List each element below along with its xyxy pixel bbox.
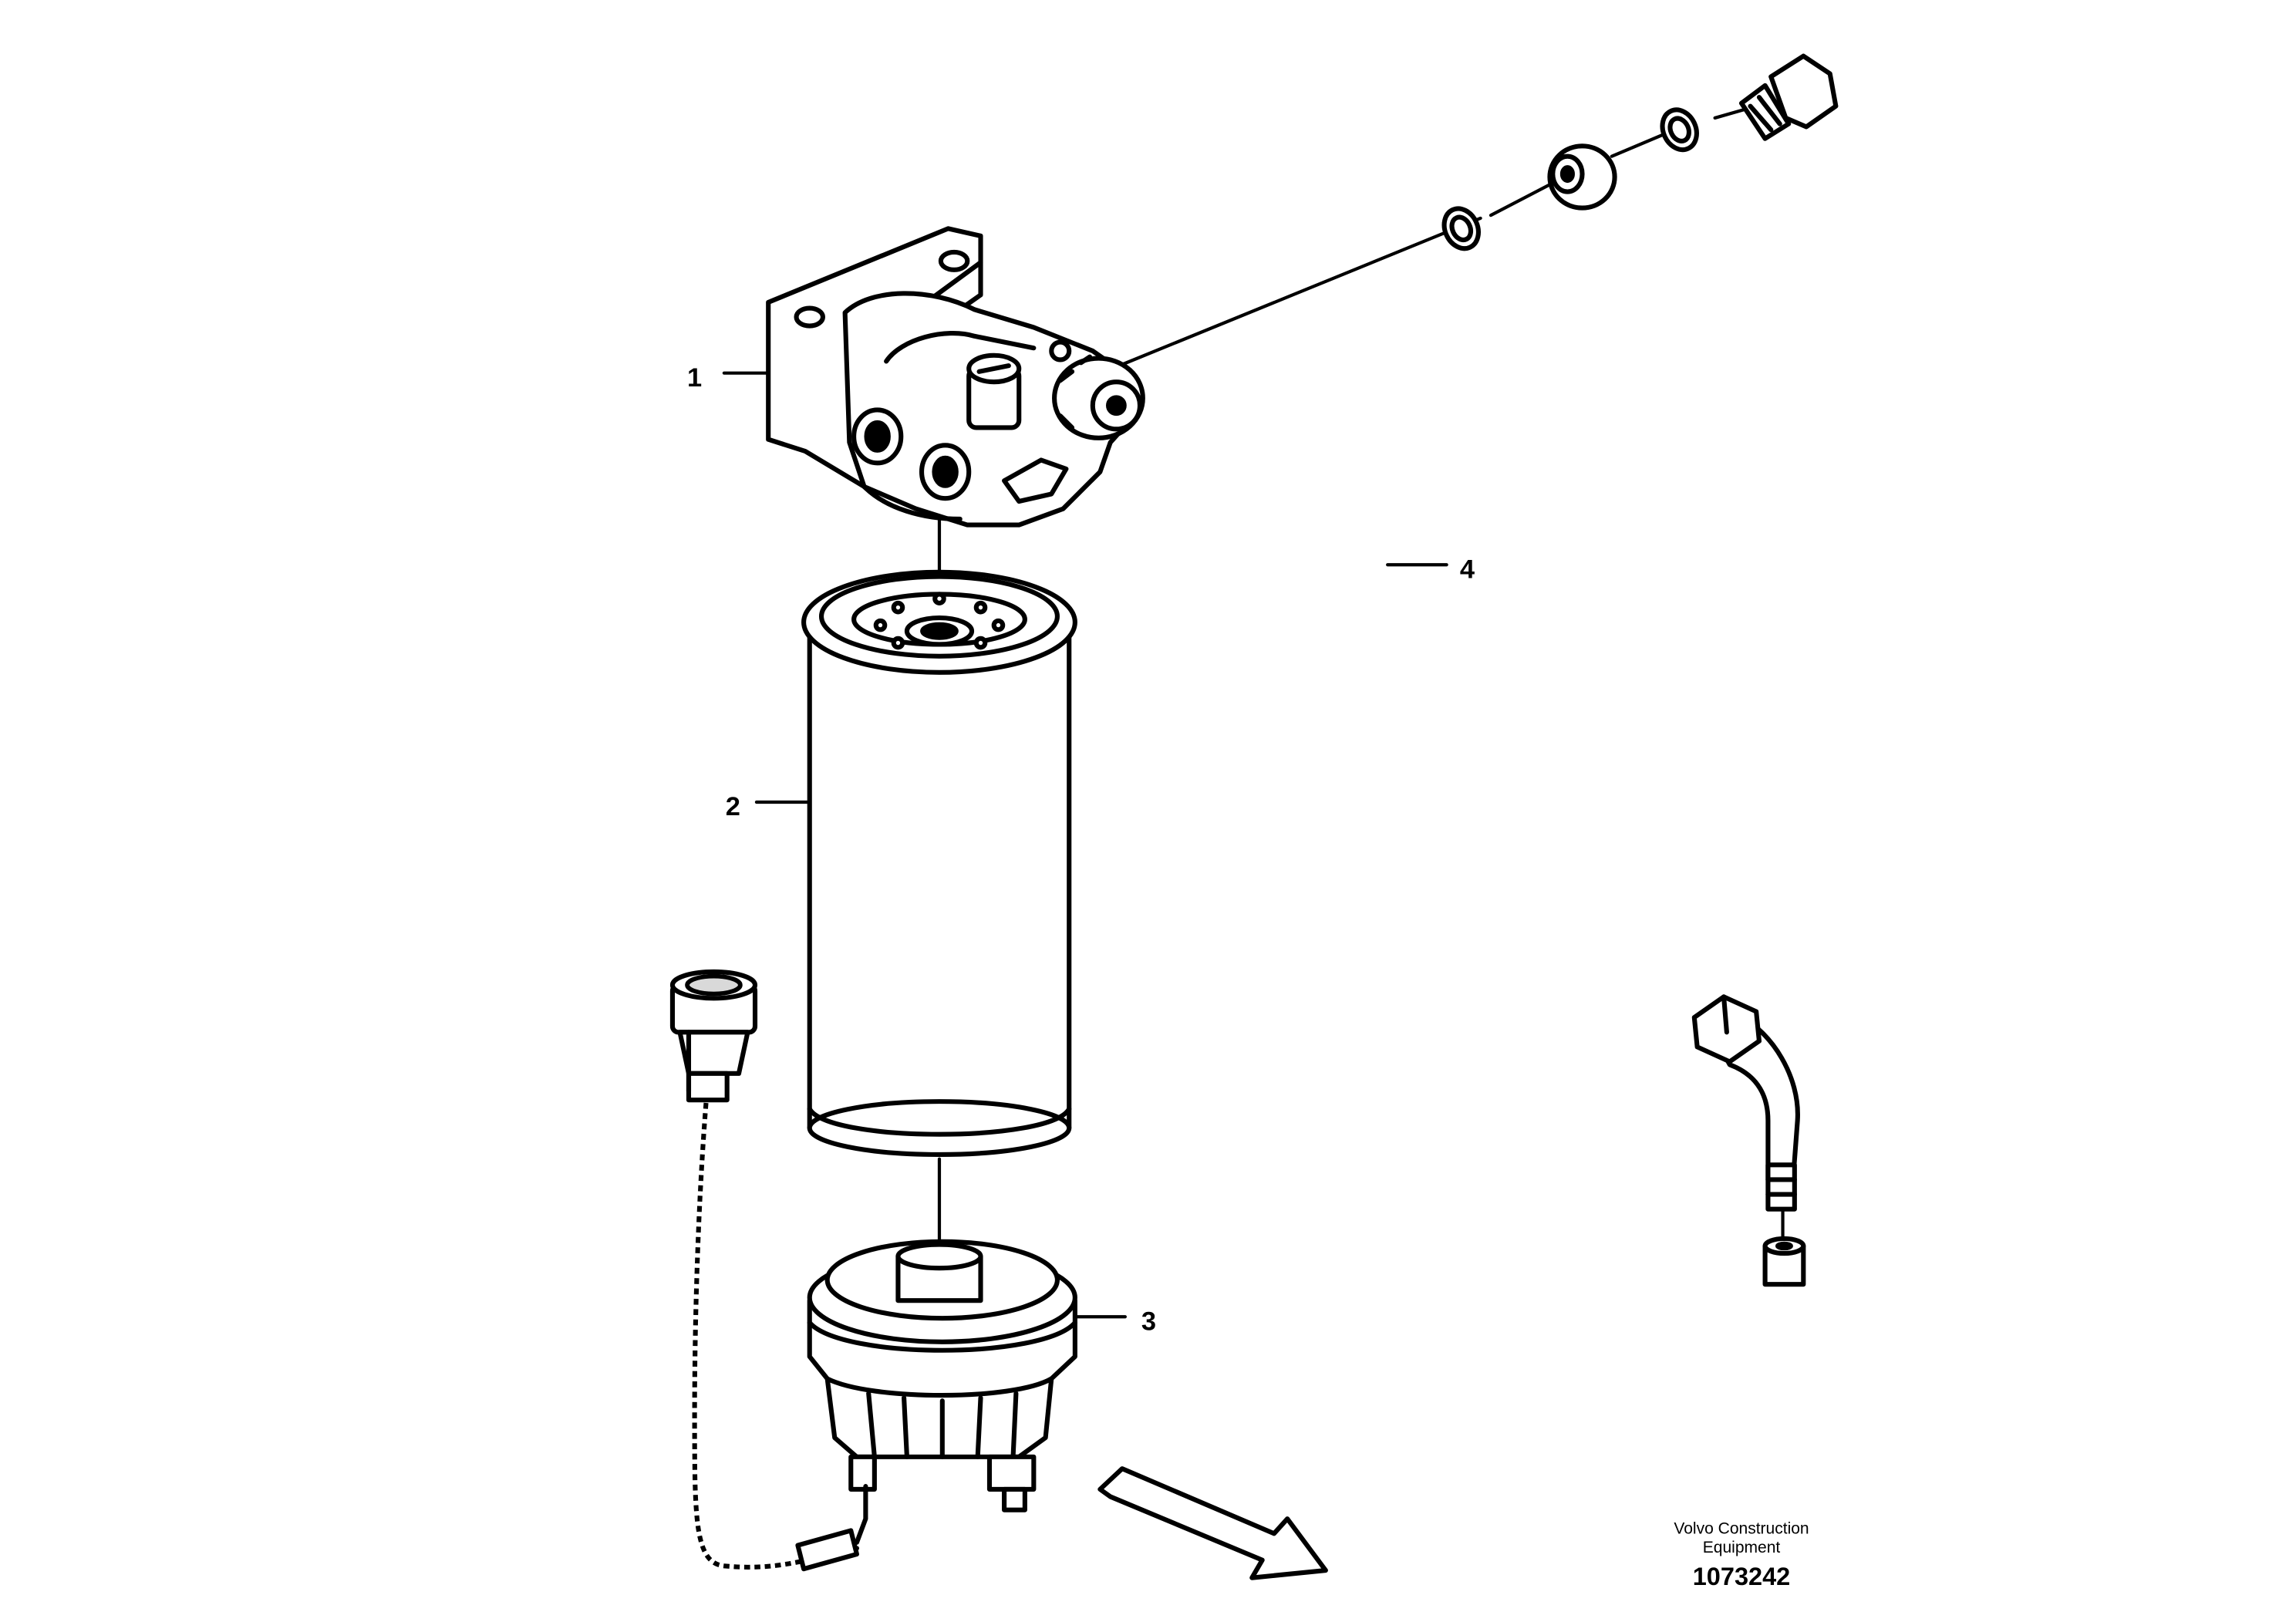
publisher-name-line1: Volvo Construction — [1674, 1519, 1809, 1537]
water-separator-bowl — [807, 1239, 1077, 1512]
direction-arrow — [1097, 1466, 1328, 1580]
callout-2: 2 — [726, 792, 811, 821]
publisher-name-line2: Equipment — [1703, 1539, 1781, 1556]
sensor-wire-harness — [669, 969, 868, 1572]
callout-3-label: 3 — [1141, 1307, 1156, 1336]
diagram-reference-number: 1073242 — [1693, 1563, 1791, 1590]
callout-4-label: 4 — [1460, 555, 1475, 584]
callout-1-label: 1 — [687, 363, 702, 393]
publisher-block: Volvo Construction Equipment 1073242 — [1674, 1519, 1809, 1590]
fuel-filter-cartridge — [801, 569, 1077, 1158]
filter-head — [766, 226, 1145, 528]
callout-2-label: 2 — [726, 792, 740, 821]
fuel-return-hose — [1144, 53, 1839, 1412]
callout-4: 4 — [1386, 555, 1475, 584]
callout-3: 3 — [1073, 1307, 1156, 1336]
callout-1: 1 — [687, 363, 770, 393]
